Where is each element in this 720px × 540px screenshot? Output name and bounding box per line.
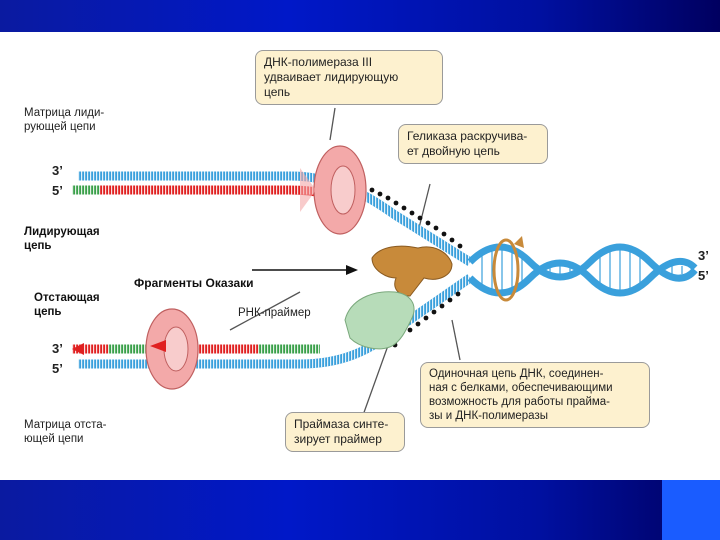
- prime-left-top-5: 5’: [52, 183, 63, 198]
- prime-left-bot-3: 3’: [52, 341, 63, 356]
- top-banner: [0, 0, 720, 32]
- callout-helicase: Геликаза раскручива- ет двойную цепь: [398, 124, 548, 164]
- lead-template-label: Матрица лиди- рующей цепи: [24, 106, 134, 134]
- bottom-banner: [0, 480, 720, 540]
- prime-left-bot-5: 5’: [52, 361, 63, 376]
- callout-dna-polymerase-iii: ДНК-полимераза III удваивает лидирующую …: [255, 50, 443, 105]
- rna-primer-label: РНК-праймер: [238, 306, 348, 320]
- prime-right-3: 3’: [698, 248, 709, 263]
- callout-ssb: Одиночная цепь ДНК, соединен- ная с белк…: [420, 362, 650, 428]
- dna-polymerase-clamp-leading: [300, 146, 366, 234]
- callout-primase: Праймаза синте- зирует праймер: [285, 412, 405, 452]
- prime-right-5: 5’: [698, 268, 709, 283]
- bottom-banner-accent: [662, 480, 720, 540]
- helicase: [372, 246, 452, 296]
- okazaki-arrowhead-icon: [346, 265, 358, 275]
- lag-template-label: Матрица отста- ющей цепи: [24, 418, 134, 446]
- primase: [345, 292, 414, 349]
- prime-left-top-3: 3’: [52, 163, 63, 178]
- leading-strand-label: Лидирующая цепь: [24, 225, 134, 253]
- dna-double-helix: [470, 247, 695, 293]
- okazaki-label: Фрагменты Оказаки: [134, 276, 264, 290]
- dna-polymerase-clamp-lagging: [146, 309, 198, 389]
- lagging-strand-label: Отстающая цепь: [34, 291, 144, 319]
